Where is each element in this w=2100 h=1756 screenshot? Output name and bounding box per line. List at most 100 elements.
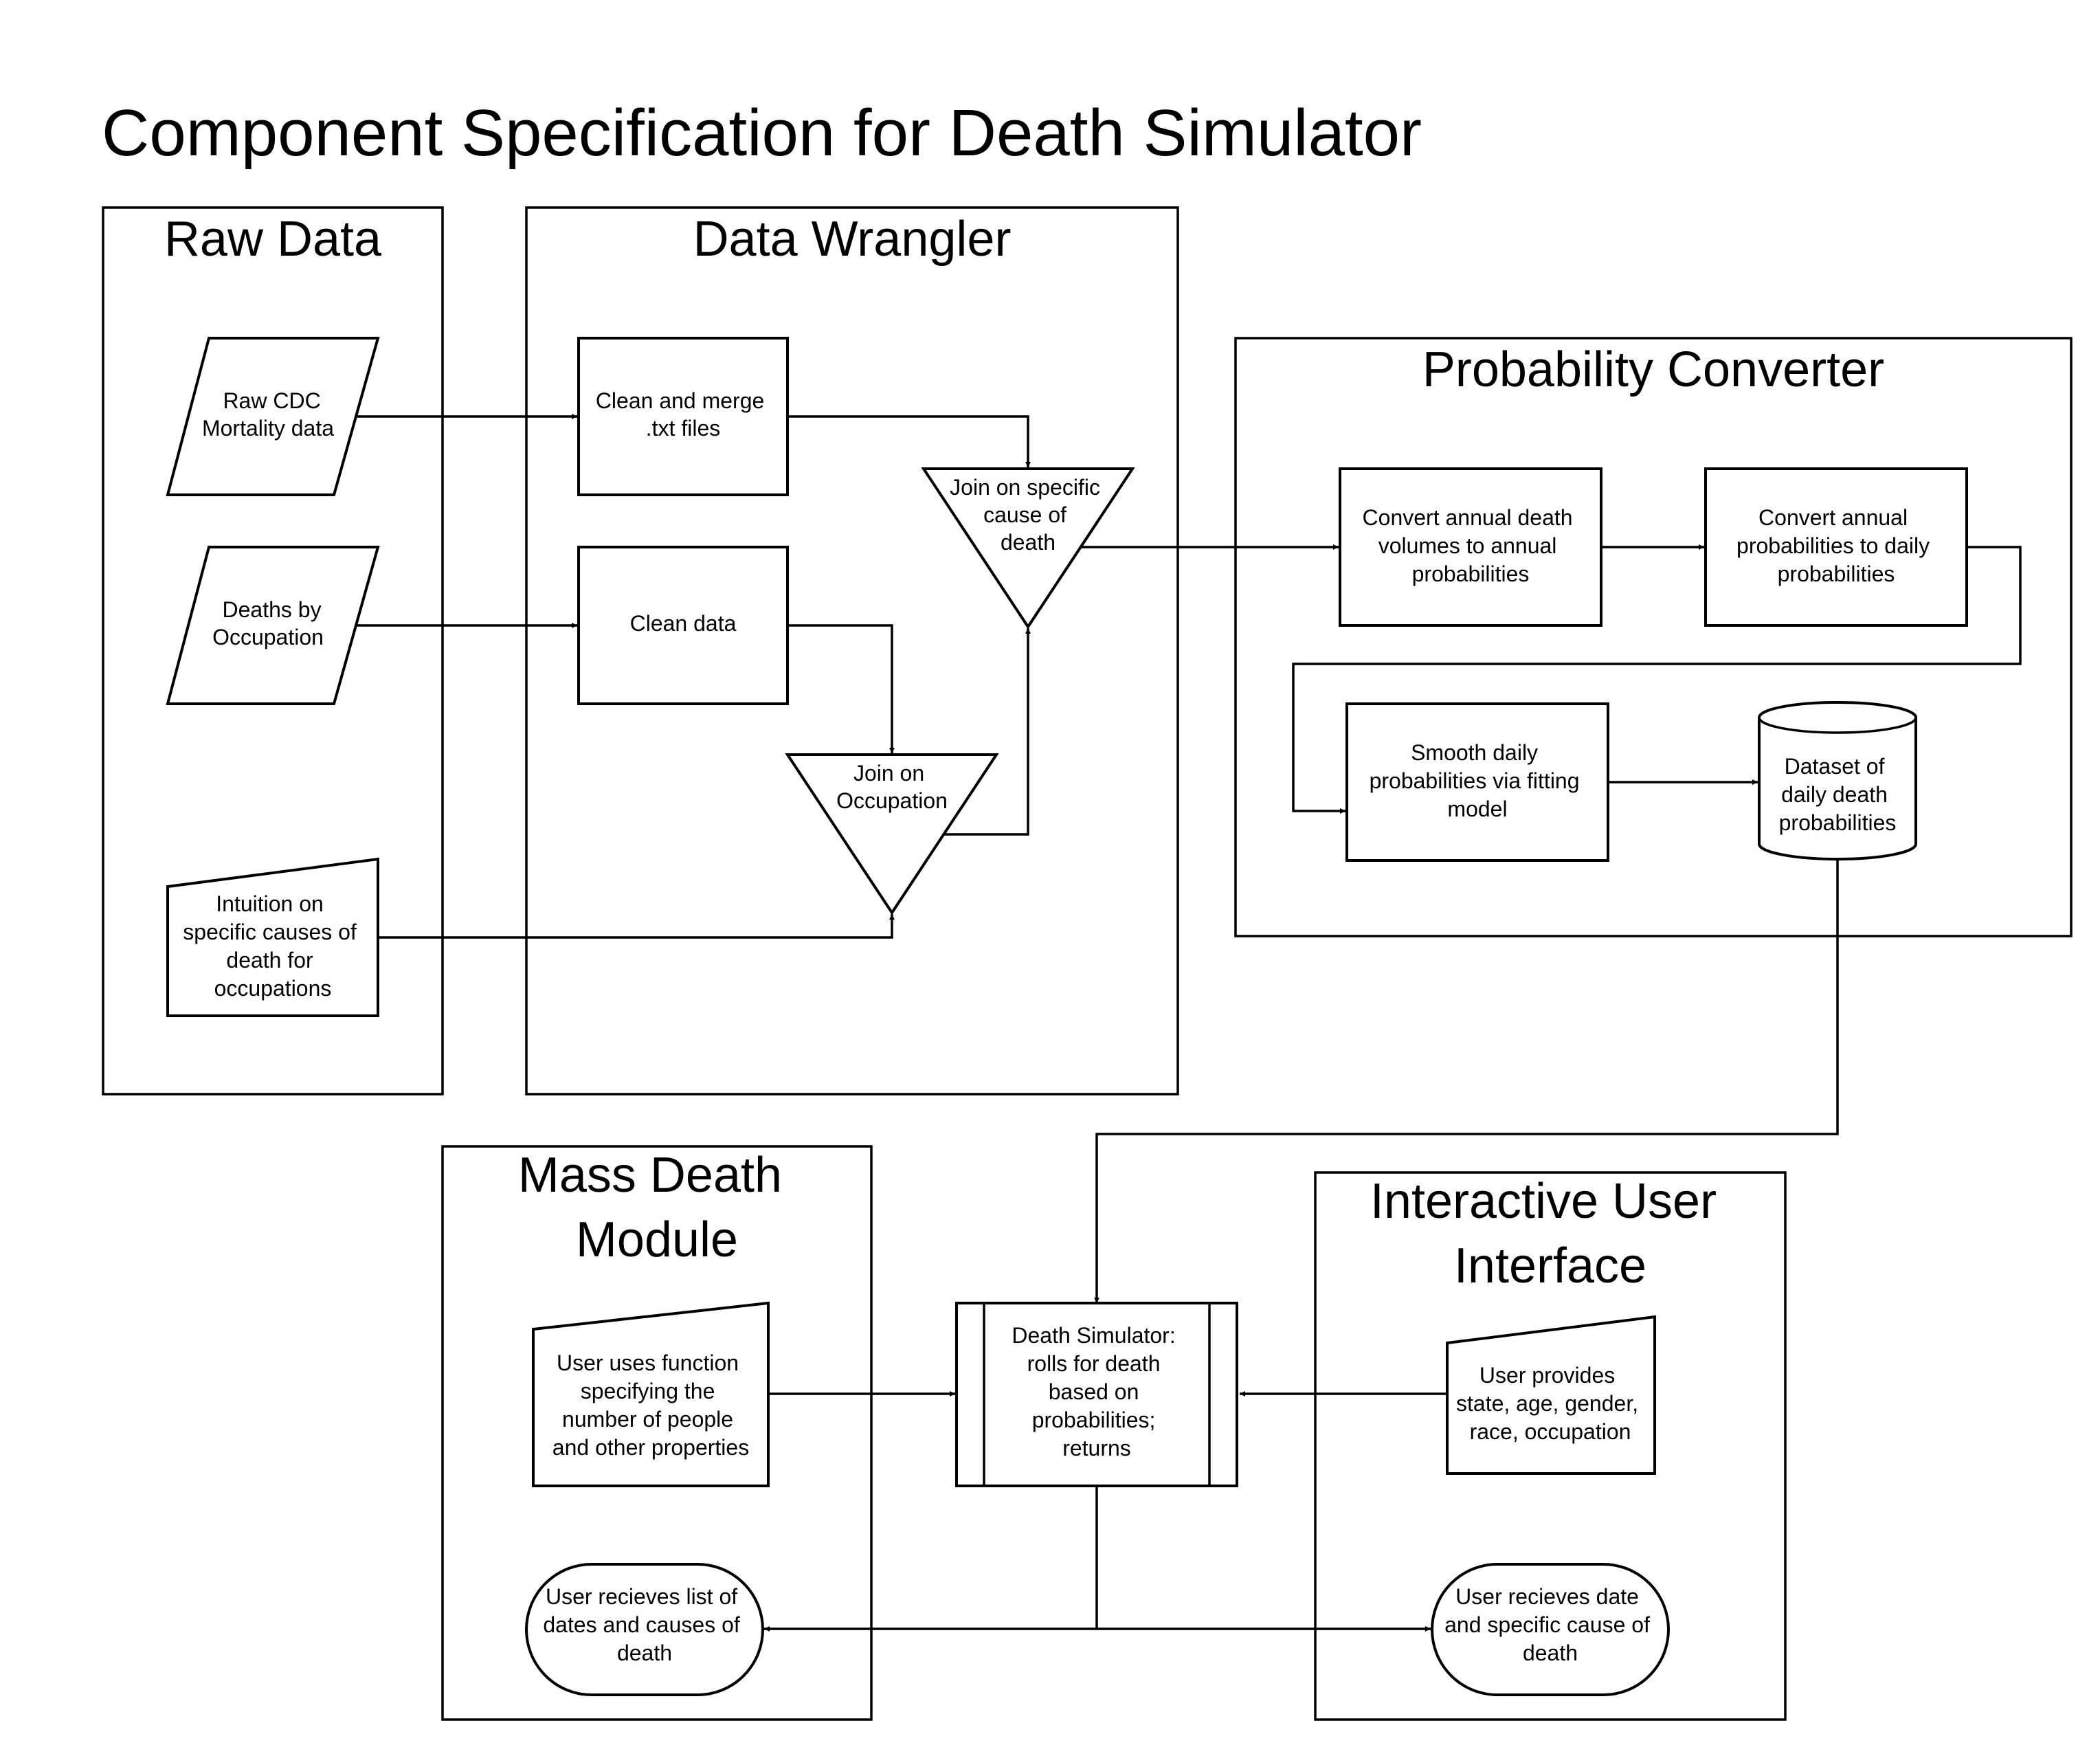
node-label-line: .txt files (646, 416, 720, 441)
edge-clean-data-to-join-occupation (788, 624, 895, 753)
node-label-line: probabilities; (1032, 1408, 1156, 1432)
node-label-line: Mortality data (202, 416, 334, 441)
node-label-line: death (617, 1641, 672, 1665)
node-label-line: probabilities via fitting (1370, 768, 1580, 793)
node-label-line: daily death (1781, 782, 1888, 807)
node-label-line: User uses function (557, 1351, 739, 1375)
node-label-line: Death Simulator: (1012, 1323, 1175, 1348)
node-convert-annual-to-daily (1704, 467, 1968, 627)
panel-interactive-user-interface (1314, 1171, 1787, 1721)
node-label-line: Join on specific (950, 475, 1100, 500)
node-label-line: based on (1049, 1379, 1139, 1404)
node-label-line: Raw CDC (223, 388, 320, 413)
node-label-line: probabilities (1778, 562, 1895, 586)
node-label: Convert annual death volumes to annual p… (1363, 505, 1579, 586)
cylinder-body (1758, 701, 1917, 860)
node-label-line: Occupation (212, 625, 324, 649)
node-label-line: Convert annual death (1363, 505, 1573, 530)
panel-mass-death-module (441, 1145, 873, 1721)
node-label: Convert annual probabilities to daily pr… (1736, 505, 1936, 586)
node-label: User uses function specifying the number… (552, 1351, 749, 1460)
panel-raw-data (102, 206, 444, 1096)
node-clean-data (577, 546, 789, 705)
node-label-line: specifying the (581, 1379, 715, 1403)
node-label: Join on specific cause of death (950, 475, 1106, 555)
panel-title-data-wrangler: Data Wrangler (693, 212, 1012, 267)
edge-intuition-to-join-occupation (378, 914, 895, 939)
node-label-line: Join on (853, 761, 924, 786)
node-label-line: specific causes of (183, 920, 357, 944)
node-raw-cdc-mortality-data (166, 337, 380, 496)
node-label-line: User recieves list of (546, 1584, 737, 1609)
edge-join-occupation-to-join-cause (943, 628, 1031, 836)
node-label: Raw CDC Mortality data (202, 388, 334, 441)
node-label-line: occupations (214, 976, 332, 1001)
panel-title-line: Interactive User (1370, 1174, 1717, 1229)
edge-death-simulator-to-user-list (764, 1486, 1098, 1632)
node-label-line: probabilities (1412, 562, 1530, 586)
node-label-line: Dataset of (1785, 754, 1885, 779)
diagram-title: Component Specification for Death Simula… (102, 96, 1422, 170)
node-label-line: number of people (562, 1407, 733, 1432)
node-label: User recieves list of dates and causes o… (543, 1584, 746, 1665)
node-label-line: cause of (983, 502, 1066, 527)
edge-convert-daily-to-smooth (1292, 546, 2022, 814)
node-user-provides-inputs (1446, 1315, 1656, 1475)
node-label-line: Clean data (630, 611, 737, 636)
node-label-line: Clean and merge (596, 388, 764, 413)
node-label-line: Convert annual (1758, 505, 1908, 530)
node-label-line: returns (1062, 1436, 1131, 1460)
node-deaths-by-occupation (166, 546, 380, 705)
panel-title-interactive-user-interface: Interactive User Interface (1370, 1174, 1730, 1293)
node-label-line: death (1523, 1641, 1578, 1665)
node-label-line: probabilities (1779, 810, 1897, 835)
node-label-line: death (1001, 530, 1055, 555)
panel-data-wrangler (525, 206, 1179, 1096)
cylinder-rim (1758, 717, 1917, 734)
edge-clean-merge-to-join-cause (788, 415, 1031, 467)
panel-title-mass-death-module: Mass Death Module (518, 1148, 796, 1267)
node-label: User recieves date and specific cause of… (1444, 1584, 1656, 1665)
node-label: Join on Occupation (836, 761, 948, 813)
edge-dataset-to-death-simulator (1094, 859, 1839, 1303)
node-label-line: state, age, gender, (1456, 1391, 1638, 1416)
panel-title-raw-data: Raw Data (164, 212, 382, 267)
node-join-on-specific-cause (921, 467, 1135, 630)
panel-title-line: Module (576, 1212, 738, 1267)
node-label: Clean and merge .txt files (596, 388, 770, 441)
node-join-on-occupation (785, 753, 999, 915)
node-label: Clean data (630, 611, 737, 636)
node-label-line: and other properties (552, 1435, 749, 1460)
node-label-line: probabilities to daily (1736, 533, 1930, 558)
node-label-line: Occupation (836, 788, 948, 813)
node-label-line: race, occupation (1470, 1419, 1631, 1444)
node-label: Smooth daily probabilities via fitting m… (1370, 740, 1586, 821)
node-label: Death Simulator: rolls for death based o… (1012, 1323, 1181, 1460)
node-label-line: death for (226, 948, 313, 973)
node-smooth-daily-probabilities (1345, 702, 1609, 862)
node-user-receives-list (525, 1563, 764, 1696)
node-intuition-manual-input (166, 857, 379, 1017)
node-convert-annual-death-volumes (1339, 467, 1602, 627)
panel-title-line: Mass Death (518, 1148, 782, 1203)
node-label: Intuition on specific causes of death fo… (183, 891, 362, 1001)
node-label: Deaths by Occupation (212, 597, 327, 649)
node-user-uses-function (532, 1301, 770, 1487)
node-label-line: rolls for death (1027, 1351, 1161, 1376)
node-label-line: Deaths by (223, 597, 322, 622)
node-label: User provides state, age, gender, race, … (1456, 1363, 1644, 1444)
panel-title-line: Interface (1454, 1238, 1646, 1293)
panel-title-probability-converter: Probability Converter (1422, 342, 1884, 397)
node-label-line: dates and causes of (543, 1612, 740, 1637)
node-label-line: User recieves date (1455, 1584, 1639, 1609)
node-label: Dataset of daily death probabilities (1779, 754, 1897, 835)
node-label-line: Intuition on (216, 891, 324, 916)
node-dataset-daily-death-probabilities (1758, 701, 1917, 860)
process-box (955, 1302, 1238, 1487)
panel-probability-converter (1234, 337, 2073, 937)
node-label-line: User provides (1479, 1363, 1615, 1388)
node-label-line: Smooth daily (1411, 740, 1538, 765)
node-death-simulator (955, 1302, 1238, 1487)
